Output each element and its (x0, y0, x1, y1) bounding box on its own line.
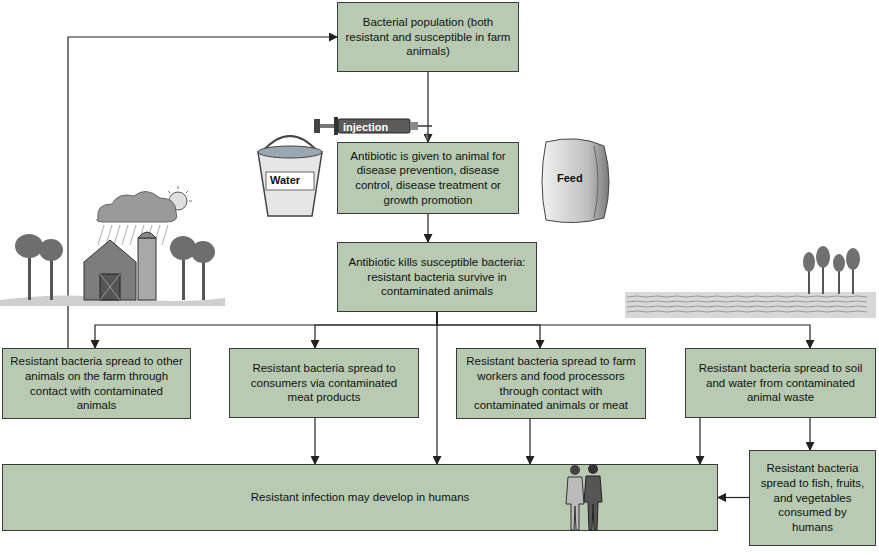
flow-arrow (427, 214, 428, 242)
box-text: Resistant bacteria spread to soil and wa… (693, 361, 868, 405)
flow-arrow (809, 418, 810, 450)
flow-arrow (436, 312, 437, 464)
illustration-label: Water (270, 174, 300, 186)
flow-arrow (315, 312, 437, 348)
process-box: Bacterial population (both resistant and… (337, 2, 519, 72)
process-box: Resistant bacteria spread to fish, fruit… (749, 450, 876, 546)
box-text: Antibiotic is given to animal for diseas… (345, 149, 511, 208)
process-box: Resistant bacteria spread to consumers v… (229, 348, 419, 418)
box-text: Resistant bacteria spread to farm worker… (464, 354, 638, 413)
soil-water-illustration (625, 246, 876, 318)
farm-illustration (0, 186, 225, 306)
process-box: Resistant bacteria spread to other anima… (2, 348, 191, 419)
box-text: Resistant bacteria spread to consumers v… (237, 361, 411, 405)
process-box: Resistant bacteria spread to soil and wa… (685, 348, 876, 418)
process-box: Resistant infection may develop in human… (2, 464, 718, 531)
flow-arrow (699, 418, 700, 464)
process-box: Resistant bacteria spread to farm worker… (456, 348, 646, 419)
flow-arrow (718, 497, 749, 498)
feed-bag-illustration (542, 139, 609, 223)
flow-arrow (95, 312, 437, 348)
box-text: Resistant infection may develop in human… (251, 490, 470, 505)
process-box: Antibiotic kills susceptible bacteria: r… (337, 242, 537, 312)
flow-arrow (314, 418, 315, 464)
illustration-label: Feed (557, 172, 583, 184)
people-illustration (559, 462, 609, 532)
box-text: Bacterial population (both resistant and… (345, 15, 511, 59)
process-box: Antibiotic is given to animal for diseas… (337, 142, 519, 214)
box-text: Antibiotic kills susceptible bacteria: r… (345, 255, 529, 299)
water-bucket-illustration (258, 136, 322, 216)
flow-arrow (427, 72, 428, 142)
illustration-label: injection (343, 121, 388, 133)
box-text: Resistant bacteria spread to other anima… (10, 354, 183, 413)
flow-arrow (529, 419, 530, 464)
box-text: Resistant bacteria spread to fish, fruit… (757, 461, 868, 535)
syringe-illustration (314, 117, 432, 141)
flow-arrow (437, 312, 540, 348)
